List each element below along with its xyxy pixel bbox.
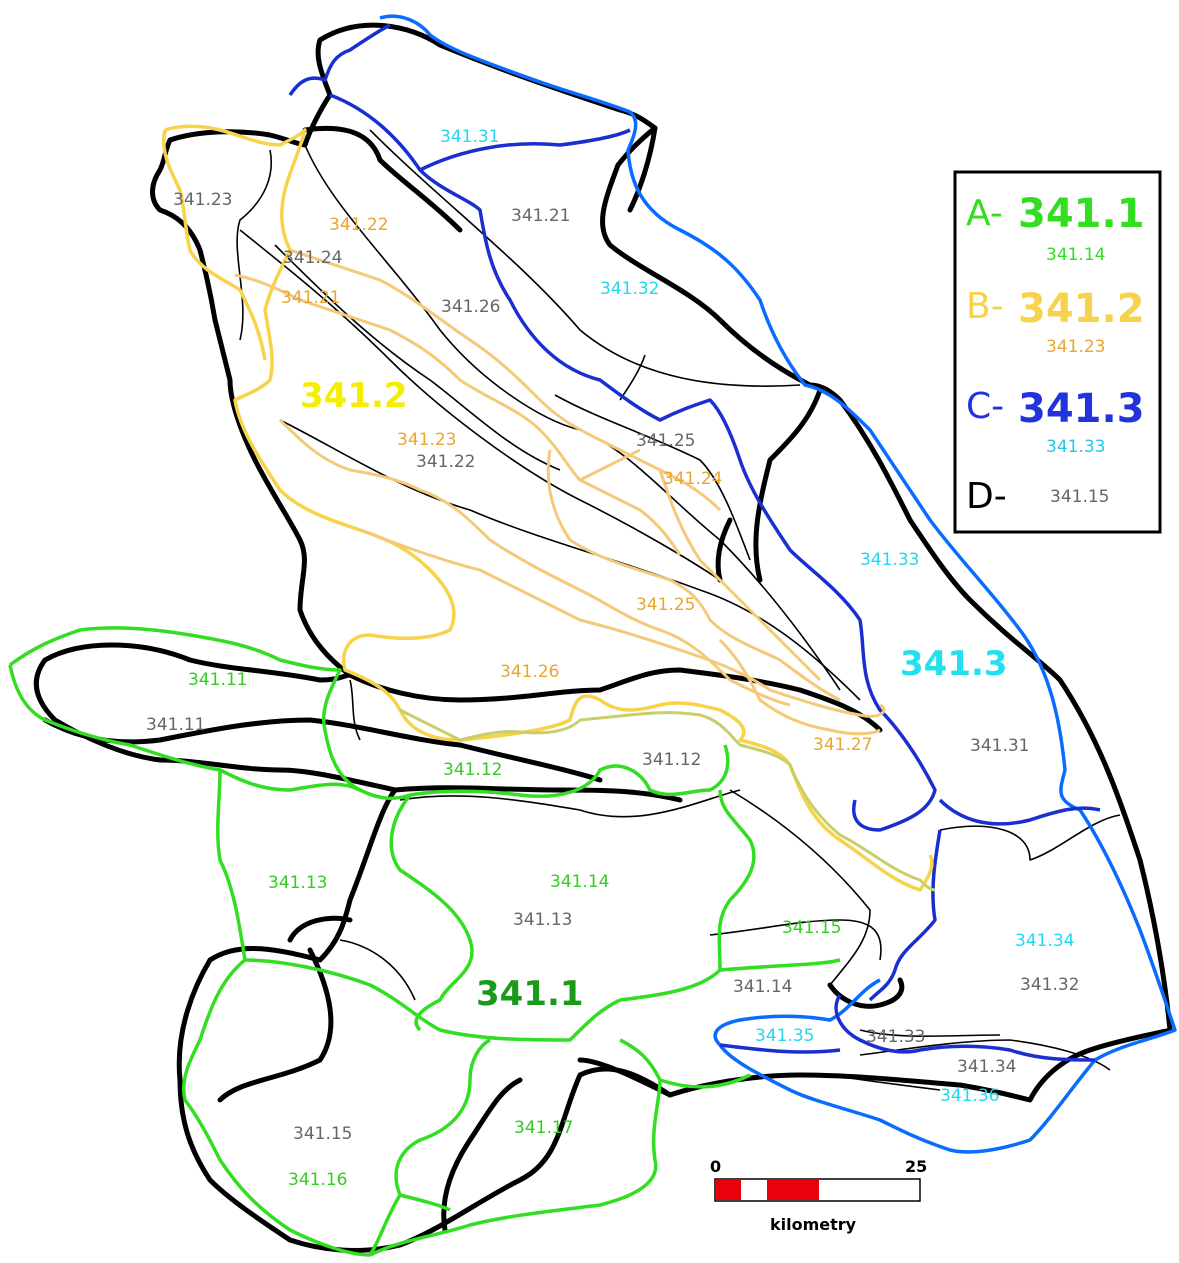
- green-boundary-341-1: [8, 626, 841, 1257]
- gray-label-341-12: 341.12: [642, 750, 701, 770]
- legend-c-sub: 341.33: [1046, 437, 1105, 457]
- gray-label-341-34: 341.34: [957, 1057, 1016, 1077]
- orange-label-341-27: 341.27: [813, 735, 872, 755]
- gray-label-341-31: 341.31: [970, 736, 1029, 756]
- legend-d-sub: 341.15: [1050, 487, 1109, 507]
- gray-label-341-25: 341.25: [636, 431, 695, 451]
- scale-segment-2: [767, 1180, 819, 1200]
- green-label-341-11: 341.11: [188, 670, 247, 690]
- green-labels: 341.11 341.12 341.13 341.14 341.15 341.1…: [188, 670, 841, 1190]
- green-label-341-13: 341.13: [268, 873, 327, 893]
- orange-label-341-24: 341.24: [663, 469, 722, 489]
- gray-label-341-32: 341.32: [1020, 975, 1079, 995]
- region-label-341-2: 341.2: [300, 376, 408, 416]
- gray-label-341-14: 341.14: [733, 977, 792, 997]
- gray-label-341-24: 341.24: [283, 248, 342, 268]
- legend-a-code: 341.1: [1018, 191, 1145, 237]
- legend-c-code: 341.3: [1018, 386, 1145, 432]
- green-label-341-12: 341.12: [443, 760, 502, 780]
- scale-segment-1: [716, 1180, 741, 1200]
- legend-frame: [953, 170, 1162, 534]
- black-boundaries: [33, 22, 1173, 1253]
- cyan-label-341-32: 341.32: [600, 279, 659, 299]
- gray-labels: 341.11 341.12 341.13 341.14 341.15 341.2…: [146, 190, 1079, 1144]
- cyan-label-341-33: 341.33: [860, 550, 919, 570]
- region-label-341-1: 341.1: [476, 974, 584, 1014]
- gray-label-341-15: 341.15: [293, 1124, 352, 1144]
- gray-label-341-13: 341.13: [513, 910, 572, 930]
- cyan-labels: 341.31 341.32 341.33 341.34 341.35 341.3…: [440, 127, 1074, 1106]
- gray-label-341-26: 341.26: [441, 297, 500, 317]
- legend-a-letter: A-: [966, 193, 1003, 234]
- legend-a-sub: 341.14: [1046, 245, 1105, 265]
- scale-end-label: 25: [905, 1157, 927, 1176]
- cyan-label-341-34: 341.34: [1015, 931, 1074, 951]
- scale-unit-label: kilometry: [770, 1215, 857, 1234]
- legend-b-sub: 341.23: [1046, 337, 1105, 357]
- legend-b-letter: B-: [966, 286, 1004, 327]
- green-label-341-17: 341.17: [514, 1118, 573, 1138]
- cyan-label-341-31: 341.31: [440, 127, 499, 147]
- cyan-label-341-36: 341.36: [940, 1086, 999, 1106]
- region-labels: 341.1 341.2 341.3: [300, 376, 1008, 1014]
- gray-label-341-22: 341.22: [416, 452, 475, 472]
- green-label-341-14: 341.14: [550, 872, 609, 892]
- legend-d-letter: D-: [966, 476, 1007, 517]
- gray-label-341-21: 341.21: [511, 206, 570, 226]
- legend: A- 341.1 341.14 B- 341.2 341.23 C- 341.3…: [953, 170, 1162, 534]
- green-label-341-16: 341.16: [288, 1170, 347, 1190]
- orange-label-341-25: 341.25: [636, 595, 695, 615]
- orange-label-341-26: 341.26: [500, 662, 559, 682]
- scale-start-label: 0: [710, 1157, 721, 1176]
- scale-bar: 0 25 kilometry: [710, 1157, 927, 1234]
- gray-label-341-23: 341.23: [173, 190, 232, 210]
- yellow-boundary-341-2: [161, 124, 936, 892]
- orange-label-341-22: 341.22: [329, 215, 388, 235]
- cyan-label-341-35: 341.35: [755, 1026, 814, 1046]
- legend-c-letter: C-: [966, 386, 1004, 427]
- blue-boundary-341-3: [288, 14, 1177, 1154]
- orange-label-341-23: 341.23: [397, 430, 456, 450]
- gray-label-341-33: 341.33: [866, 1027, 925, 1047]
- orange-labels: 341.21 341.22 341.23 341.24 341.25 341.2…: [281, 215, 872, 755]
- orange-label-341-21: 341.21: [281, 288, 340, 308]
- gray-label-341-11: 341.11: [146, 715, 205, 735]
- region-label-341-3: 341.3: [900, 644, 1008, 684]
- legend-b-code: 341.2: [1018, 286, 1145, 332]
- green-label-341-15: 341.15: [782, 918, 841, 938]
